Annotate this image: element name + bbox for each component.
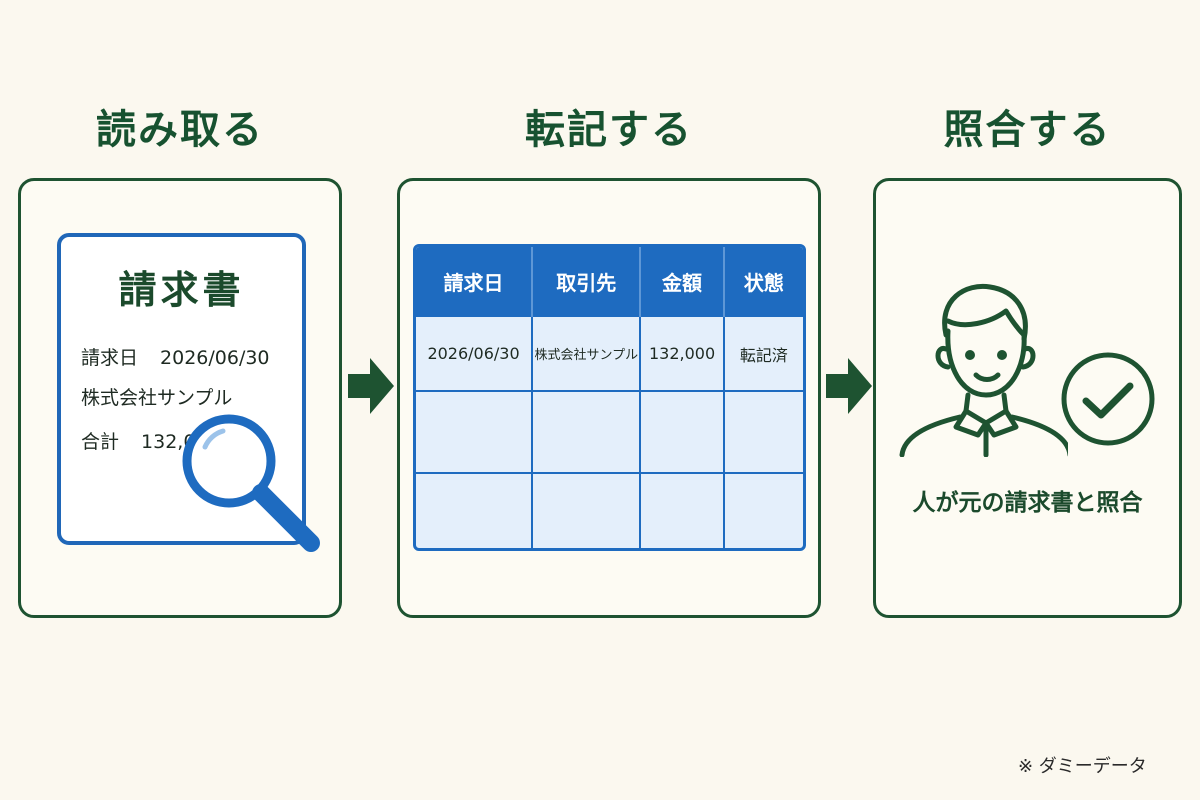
magnifier-icon bbox=[182, 414, 320, 552]
step-title-transcribe: 転記する bbox=[525, 107, 693, 153]
check-circle-icon bbox=[1061, 352, 1155, 446]
table-header-row: 請求日 取引先 金額 状態 bbox=[416, 247, 803, 316]
invoice-date-label: 請求日 bbox=[81, 347, 139, 369]
panel-transcribe: 請求日 取引先 金額 状態 2026/06/30 株式会社サンプル 132,00… bbox=[397, 178, 821, 618]
verify-caption: 人が元の請求書と照合 bbox=[912, 490, 1143, 516]
table-cell bbox=[723, 390, 803, 473]
invoice-total-label: 合計 bbox=[81, 431, 120, 453]
table-cell bbox=[532, 472, 642, 548]
table-row: 2026/06/30 株式会社サンプル 132,000 転記済 bbox=[416, 315, 803, 391]
table-row bbox=[416, 390, 803, 473]
table-cell bbox=[532, 390, 642, 473]
transcription-table: 請求日 取引先 金額 状態 2026/06/30 株式会社サンプル 132,00… bbox=[413, 244, 806, 551]
table-cell: 株式会社サンプル bbox=[532, 315, 642, 391]
table-header-cell: 金額 bbox=[640, 247, 725, 316]
table-cell bbox=[416, 472, 534, 548]
table-cell bbox=[723, 472, 803, 548]
panel-verify: 人が元の請求書と照合 bbox=[873, 178, 1182, 618]
table-header-cell: 請求日 bbox=[416, 247, 534, 316]
table-row bbox=[416, 472, 803, 548]
invoice-title: 請求書 bbox=[118, 268, 245, 312]
table-header-cell: 状態 bbox=[723, 247, 803, 316]
table-cell bbox=[640, 390, 725, 473]
dummy-data-note: ※ ダミーデータ bbox=[1018, 756, 1147, 777]
invoice-date-value: 2026/06/30 bbox=[160, 347, 270, 369]
invoice-company: 株式会社サンプル bbox=[81, 387, 233, 409]
arrow-right-icon bbox=[348, 358, 394, 414]
step-title-verify: 照合する bbox=[943, 107, 1112, 153]
table-cell: 転記済 bbox=[723, 315, 803, 391]
invoice-date-row: 請求日 2026/06/30 bbox=[81, 343, 270, 370]
table-cell: 132,000 bbox=[640, 315, 725, 391]
table-header-cell: 取引先 bbox=[532, 247, 642, 316]
arrow-right-icon bbox=[826, 358, 872, 414]
person-icon bbox=[899, 283, 1068, 457]
table-cell: 2026/06/30 bbox=[416, 315, 534, 391]
table-cell bbox=[640, 472, 725, 548]
table-cell bbox=[416, 390, 534, 473]
step-title-read: 読み取る bbox=[96, 107, 264, 153]
